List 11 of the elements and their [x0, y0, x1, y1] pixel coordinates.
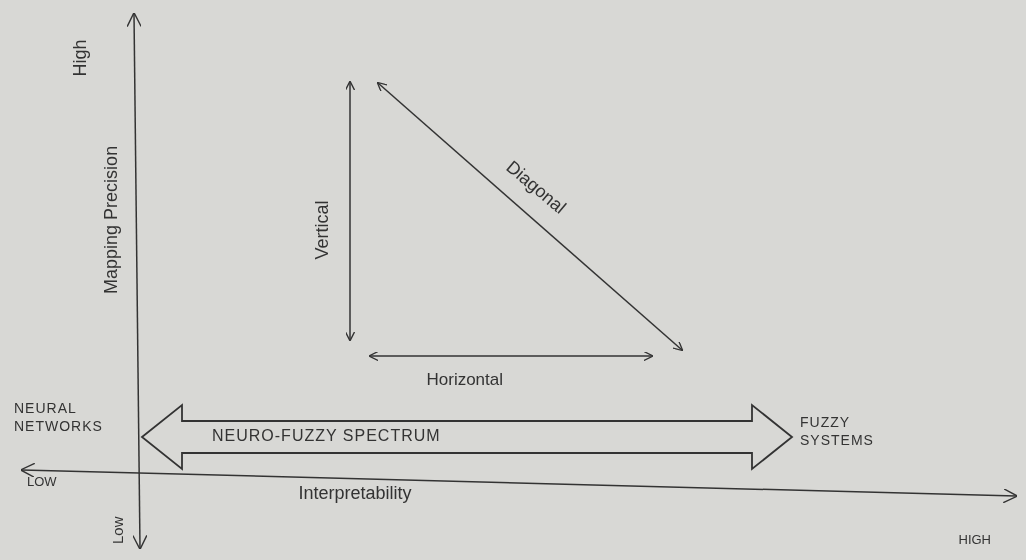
- axis-label: High: [70, 39, 90, 77]
- axis-label: Mapping Precision: [102, 145, 122, 294]
- axis-label: Vertical: [312, 200, 332, 260]
- double-block-arrow: [140, 403, 794, 471]
- axis-label: Interpretability: [298, 484, 412, 504]
- axis-label: LOW: [27, 475, 57, 490]
- text-label: NEURAL NETWORKS: [14, 400, 134, 435]
- axis-label: HIGH: [958, 533, 991, 548]
- text-label: FUZZY SYSTEMS: [800, 414, 910, 449]
- axis-label: Low: [109, 516, 126, 544]
- axis-label: Horizontal: [426, 370, 504, 390]
